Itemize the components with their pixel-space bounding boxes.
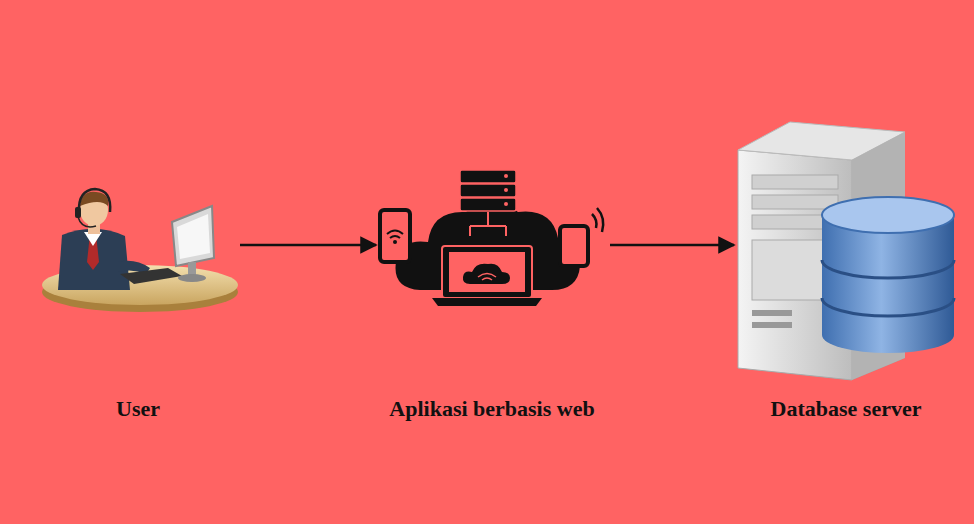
node-caption: Database server [771, 396, 922, 422]
illustrated-node: Database server [736, 120, 956, 382]
flow-arrow [610, 244, 734, 247]
user-figure [42, 189, 238, 312]
illustrated-node: Aplikasi berbasis web [378, 168, 606, 308]
node-caption: User [116, 396, 160, 422]
web-cloud-icon [380, 170, 603, 306]
illustrated-node: User [40, 188, 236, 313]
node-caption: Aplikasi berbasis web [389, 396, 594, 422]
flow-arrow [240, 244, 376, 247]
database-server-icon [738, 122, 954, 380]
